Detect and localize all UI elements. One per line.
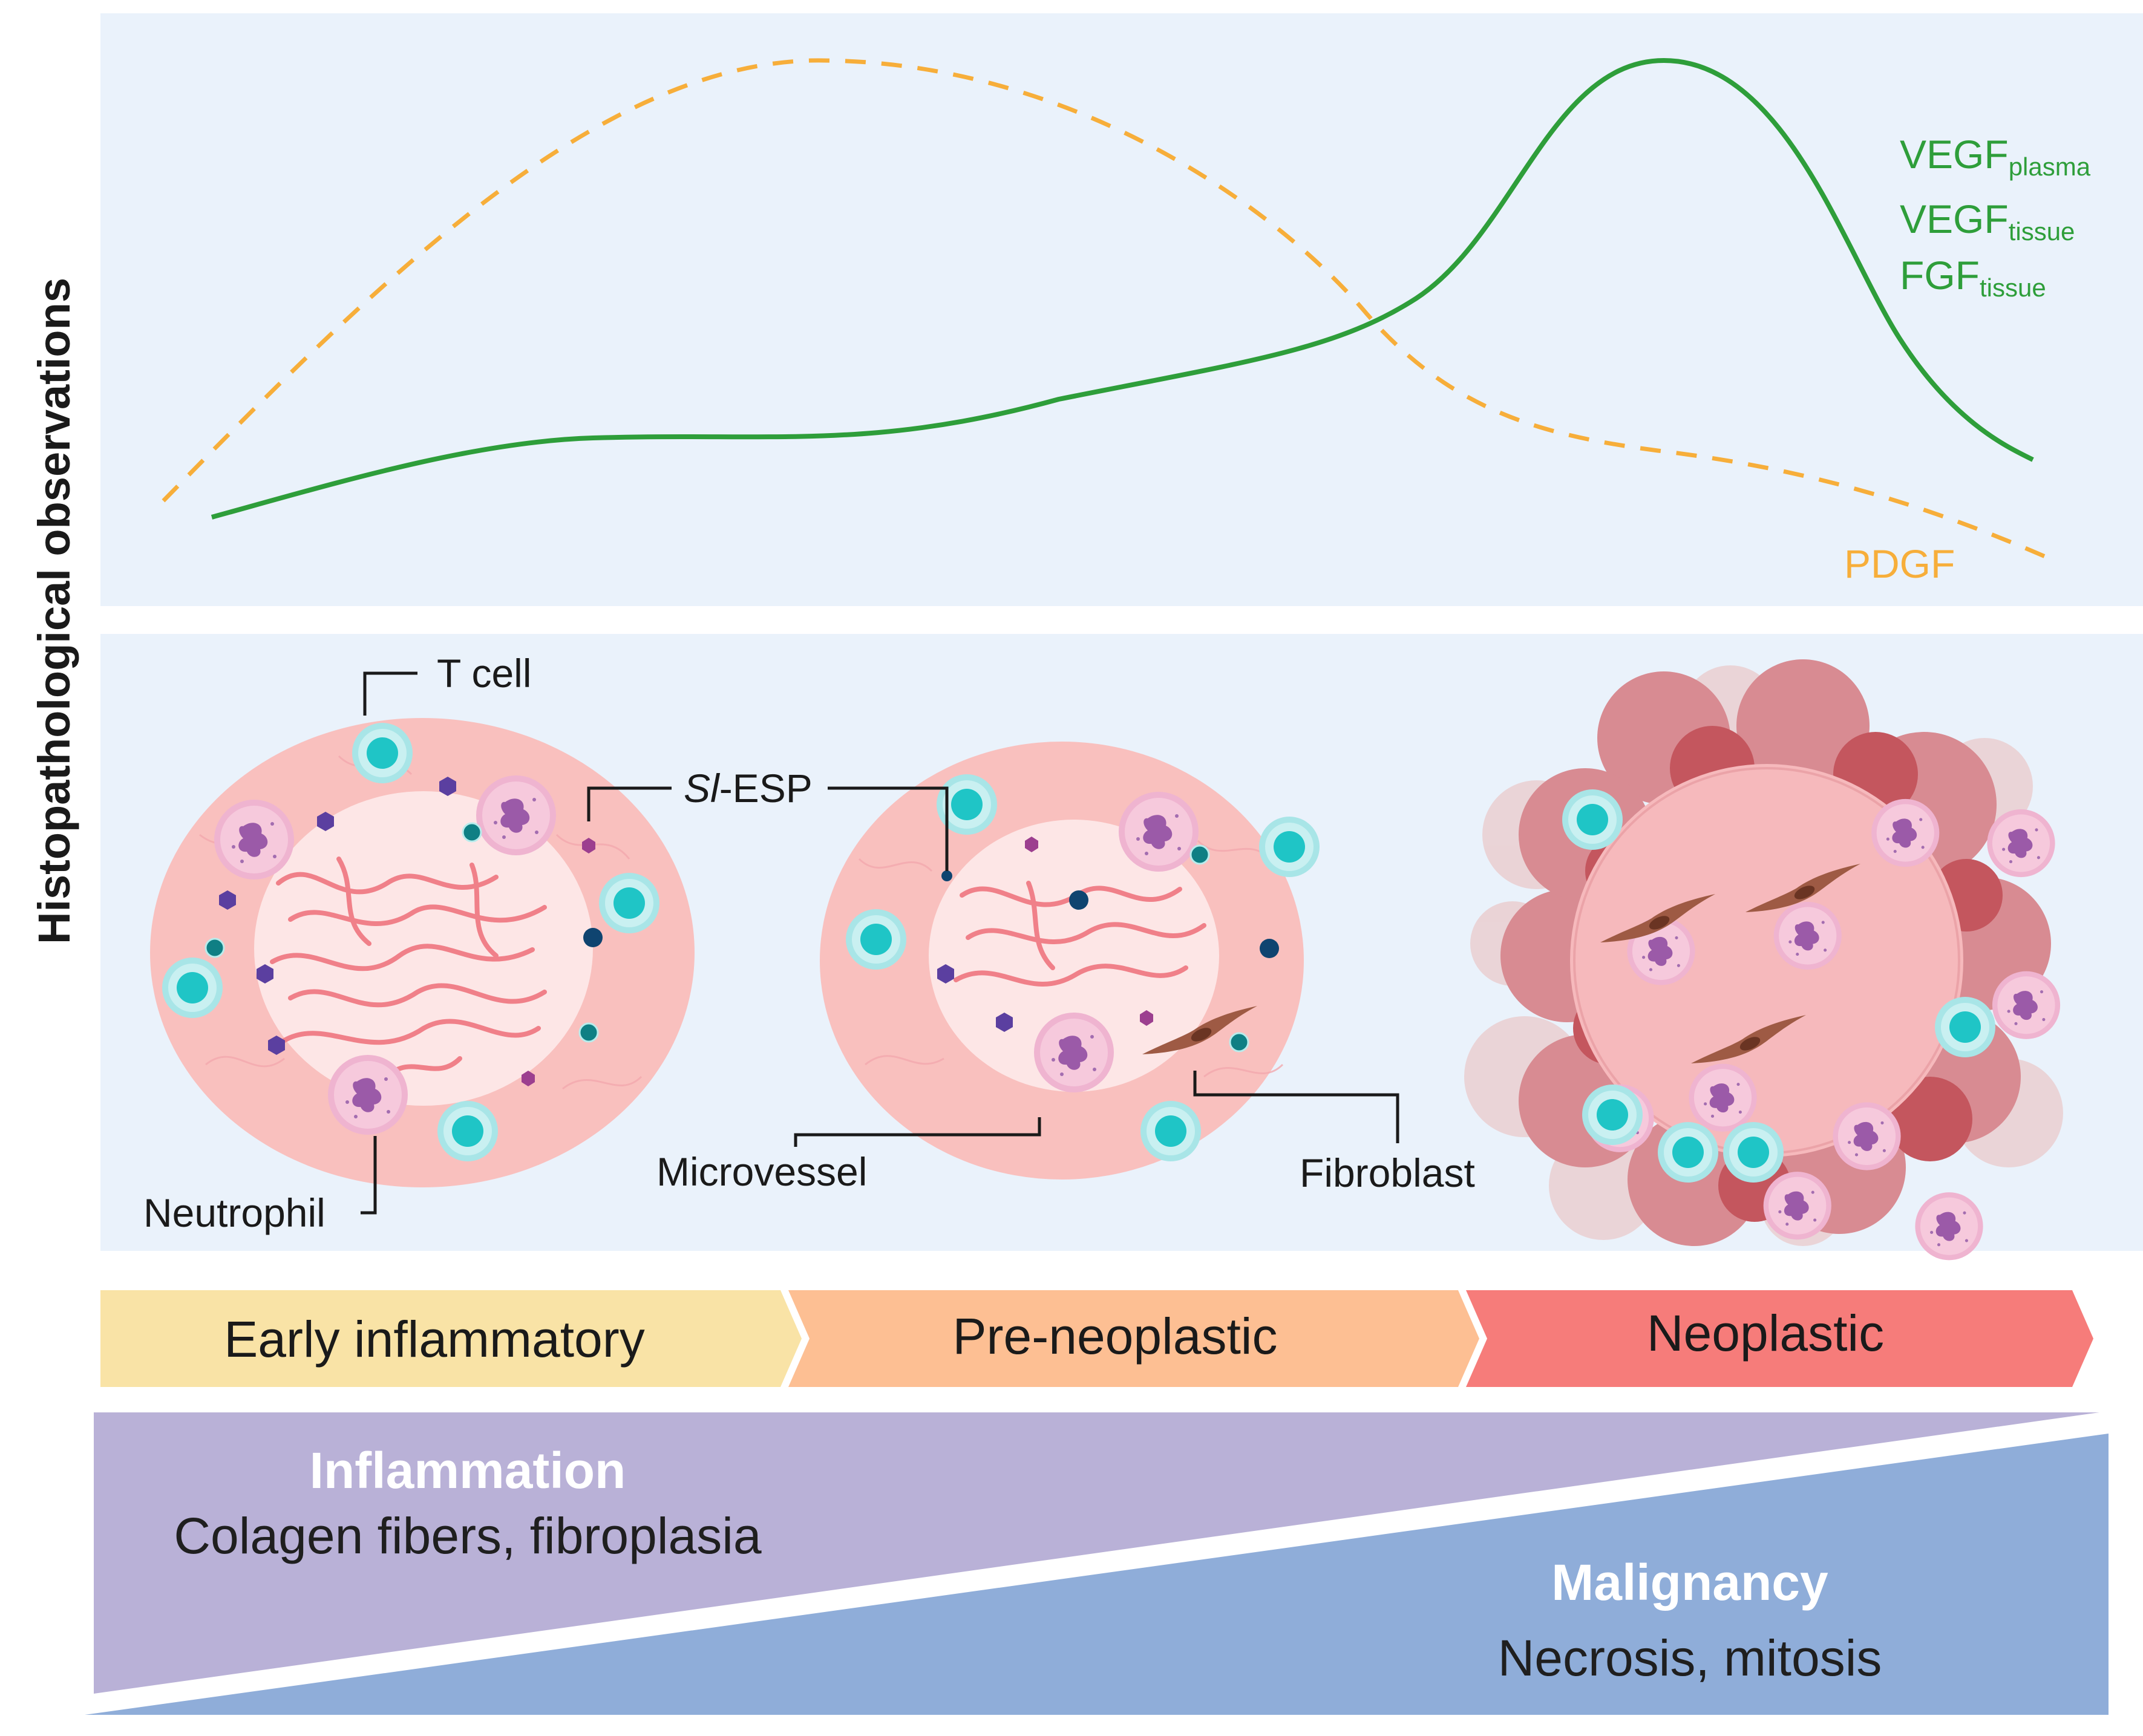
callout-neutrophil-label: Neutrophil	[143, 1190, 326, 1235]
callout-t-cell: T cell	[363, 651, 532, 716]
tissue-pre-neoplastic	[820, 742, 1320, 1180]
callout-fibroblast-label: Fibroblast	[1300, 1150, 1475, 1195]
inflammation-title: Inflammation	[310, 1442, 626, 1499]
green-legend: VEGFplasma VEGFtissue FGFtissue	[1900, 132, 2091, 302]
gradient-wedges: Inflammation Colagen fibers, fibroplasia…	[85, 1412, 2109, 1715]
vegf-fgf-curve	[211, 57, 2034, 520]
callout-microvessel: Microvessel	[656, 1117, 1041, 1194]
stage-arrow-neoplastic	[1466, 1290, 2093, 1387]
tissue-early-inflammatory	[150, 718, 695, 1187]
callout-t-cell-label: T cell	[437, 651, 532, 696]
legend-fgf-tissue: FGFtissue	[1900, 253, 2046, 302]
malignancy-text: Necrosis, mitosis	[1498, 1630, 1882, 1686]
callout-microvessel-label: Microvessel	[656, 1149, 867, 1194]
legend-vegf-plasma: VEGFplasma	[1900, 132, 2091, 181]
callout-sl-esp: Sl-ESP	[587, 766, 949, 871]
y-axis-title: Histopathological observations	[29, 278, 79, 944]
stage-bar: Early inflammatory Pre-neoplastic Neopla…	[100, 1290, 2093, 1387]
stage-arrow-early-inflammatory	[100, 1290, 802, 1387]
legend-pdgf: PDGF	[1844, 541, 1955, 586]
callout-neutrophil: Neutrophil	[143, 1136, 377, 1235]
stage-label-neoplastic: Neoplastic	[1647, 1305, 1884, 1362]
callout-fibroblast: Fibroblast	[1193, 1071, 1475, 1195]
stage-label-pre-neoplastic: Pre-neoplastic	[953, 1308, 1278, 1365]
malignancy-title: Malignancy	[1551, 1554, 1828, 1611]
stage-label-early-inflammatory: Early inflammatory	[224, 1311, 645, 1368]
curve-panel-background	[100, 13, 2143, 606]
pdgf-curve	[162, 58, 2046, 559]
callout-sl-esp-label: Sl-ESP	[684, 766, 813, 811]
inflammation-text: Colagen fibers, fibroplasia	[174, 1507, 761, 1564]
tissue-neoplastic	[1464, 659, 2063, 1261]
legend-vegf-tissue: VEGFtissue	[1900, 197, 2075, 246]
stage-arrow-pre-neoplastic	[788, 1290, 1479, 1387]
inflammation-wedge	[94, 1412, 2099, 1694]
malignancy-wedge	[85, 1434, 2109, 1715]
